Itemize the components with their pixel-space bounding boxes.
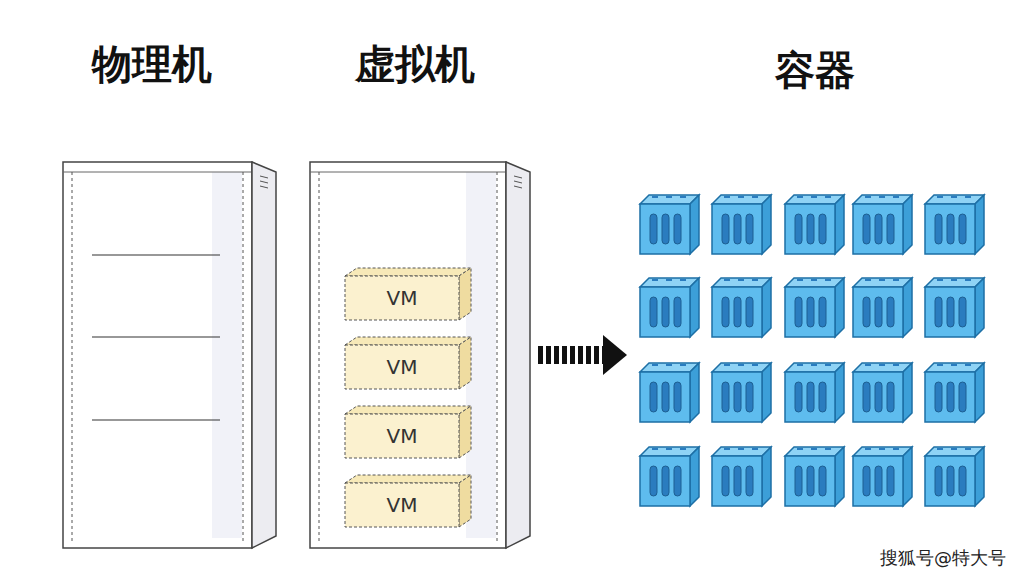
flow-arrow (538, 346, 605, 364)
server-rack: 物理机 (63, 160, 276, 550)
container-cube (712, 195, 771, 254)
column-heading: 物理机 (2, 42, 302, 86)
container-cube (712, 447, 771, 506)
vm-box: VM (345, 406, 471, 458)
container-cube (925, 447, 984, 506)
container-cube (640, 278, 699, 337)
container-cube (925, 195, 984, 254)
column-heading: 容器 (665, 48, 965, 92)
vm-label: VM (387, 495, 418, 515)
container-cube (925, 278, 984, 337)
container-cube (925, 363, 984, 422)
vm-box: VM (345, 475, 471, 527)
watermark: 搜狐号@特大号 (880, 546, 1006, 570)
container-cube (785, 363, 844, 422)
container-cube (712, 363, 771, 422)
container-cube (785, 278, 844, 337)
server-rack: VMVMVMVM虚拟机 (310, 160, 530, 550)
container-cube (853, 447, 912, 506)
vm-label: VM (387, 288, 418, 308)
container-cube (640, 363, 699, 422)
vm-box: VM (345, 268, 471, 320)
container-cube (785, 447, 844, 506)
container-cube (712, 278, 771, 337)
container-cube (640, 447, 699, 506)
container-group: 容器 (635, 188, 995, 513)
vm-label: VM (387, 357, 418, 377)
container-cube (785, 195, 844, 254)
container-cube (853, 363, 912, 422)
container-cube (640, 195, 699, 254)
vm-box: VM (345, 337, 471, 389)
vm-label: VM (387, 426, 418, 446)
rack-outline (63, 160, 276, 550)
column-heading: 虚拟机 (265, 42, 565, 86)
container-cube (853, 195, 912, 254)
container-cube (853, 278, 912, 337)
